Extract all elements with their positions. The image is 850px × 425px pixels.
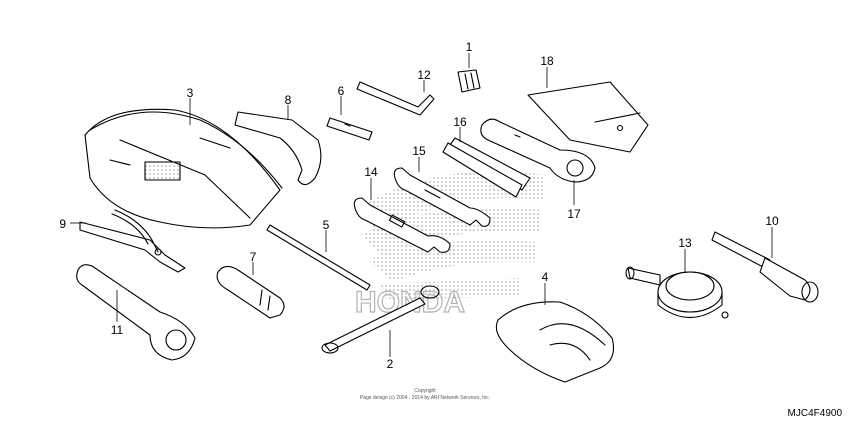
callout-12[interactable]: 12: [417, 68, 431, 82]
callout-7[interactable]: 7: [250, 250, 257, 264]
pouch-part-18[interactable]: [527, 81, 649, 153]
callout-13[interactable]: 13: [678, 236, 692, 250]
socket-tool-part-10[interactable]: [711, 231, 819, 303]
hook-spanner-part-8[interactable]: [234, 111, 322, 186]
hex-key-part-12[interactable]: [356, 81, 435, 116]
leader-lines: [70, 53, 773, 357]
clamp-tool-part-13[interactable]: [625, 266, 729, 319]
copyright-heading: Copyright: [414, 388, 436, 394]
ring-spanner-part-17[interactable]: [480, 118, 596, 183]
screwdriver-handle-part-7[interactable]: [216, 265, 285, 319]
callout-8[interactable]: 8: [285, 93, 292, 107]
callout-1[interactable]: 1: [466, 40, 473, 54]
folded-bag-part-4[interactable]: [495, 301, 615, 383]
open-end-wrench-part-15[interactable]: [393, 167, 491, 227]
callout-numbers: 1 2 3 4 5 6 7 8 9 10 11 12 13 14 15 16 1…: [59, 40, 779, 371]
extension-bar-part-2[interactable]: [321, 285, 440, 354]
callout-3[interactable]: 3: [187, 86, 194, 100]
callout-17[interactable]: 17: [567, 207, 581, 221]
screwdriver-bit-part-6[interactable]: [326, 117, 373, 141]
callout-9[interactable]: 9: [59, 217, 66, 231]
tool-bag-part-3[interactable]: [84, 108, 283, 229]
callout-6[interactable]: 6: [338, 84, 345, 98]
pliers-part-9[interactable]: [79, 209, 186, 273]
open-end-wrench-part-14[interactable]: [353, 197, 451, 253]
callout-10[interactable]: 10: [765, 214, 779, 228]
box-end-wrench-part-11[interactable]: [76, 264, 196, 361]
clip-part-1[interactable]: [457, 69, 481, 93]
callout-11[interactable]: 11: [111, 323, 124, 337]
callout-4[interactable]: 4: [542, 270, 549, 284]
callout-15[interactable]: 15: [412, 144, 426, 158]
callout-18[interactable]: 18: [540, 54, 554, 68]
copyright-notice: Page design (c) 2004 - 2014 by ARI Netwo…: [359, 395, 491, 401]
diagram-code: MJC4F4900: [787, 408, 842, 419]
callout-16[interactable]: 16: [453, 115, 467, 129]
callout-2[interactable]: 2: [387, 357, 394, 371]
callout-5[interactable]: 5: [323, 218, 330, 232]
callout-14[interactable]: 14: [364, 165, 378, 179]
strip-tool-part-16[interactable]: [442, 137, 531, 198]
screwdriver-shaft-part-5[interactable]: [266, 224, 371, 291]
